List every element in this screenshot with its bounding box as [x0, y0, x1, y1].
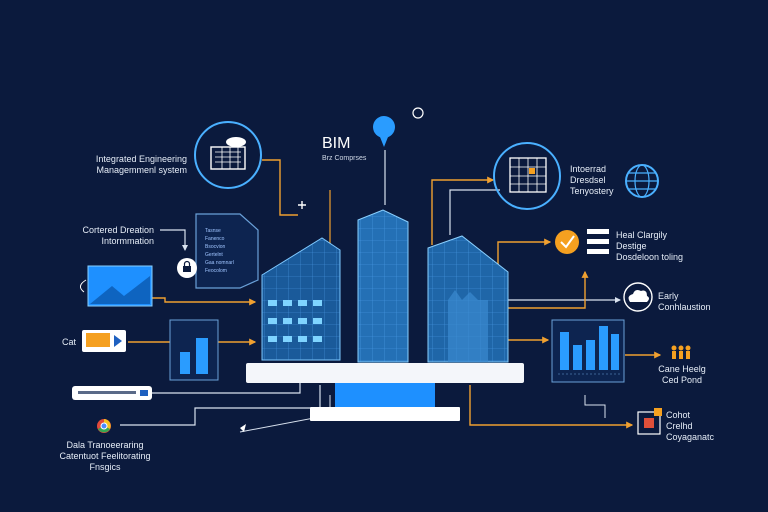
bim-subtitle: Brz Comprses	[322, 155, 367, 162]
label-cat: Cat	[62, 337, 77, 347]
line-cortered	[160, 229, 188, 251]
video-screen-icon	[80, 265, 153, 307]
label-cane-heelg: Cane Heelg Ced Pond	[658, 364, 706, 385]
line-doc-white	[584, 395, 606, 418]
line-video-orange	[152, 297, 257, 306]
lock-icon	[177, 258, 197, 278]
platform-base	[246, 363, 524, 383]
info-panel	[195, 213, 259, 289]
small-circle-icon	[412, 107, 424, 119]
line-check	[497, 238, 552, 270]
label-integrated-engineering: Integrated Engineering Managemmenl syste…	[95, 154, 187, 175]
cursor-icon	[240, 424, 246, 432]
panel-line: Bsocvion	[205, 244, 226, 250]
label-early-combustion: Early Conhlaustion	[658, 291, 711, 312]
monitor-grid-icon	[194, 121, 262, 189]
label-cortered-dreation: Cortered Dreation Intormmation	[82, 225, 154, 246]
line-chrome	[120, 385, 321, 426]
chrome-icon	[97, 419, 111, 433]
panel-line: Gertelnt	[205, 252, 223, 258]
panel-line: Gaa nomnarl	[205, 260, 234, 266]
panel-line: Tasnse	[205, 228, 221, 234]
line-design-white	[449, 189, 500, 235]
label-dala-tranoeeraring: Dala Tranoeeraring Catentuot Feelitorati…	[59, 440, 151, 472]
slider-bar	[72, 386, 152, 400]
video-player-icon	[82, 330, 126, 352]
right-building	[427, 235, 509, 363]
label-heat-clargily: Heal Clargily Destige Dosdeloon toling	[616, 230, 684, 262]
plus-icon	[298, 201, 306, 209]
list-icon	[587, 229, 609, 254]
panel-line: Feocolom	[205, 268, 227, 274]
checkmark-circle-icon	[555, 230, 579, 254]
platform-stand	[335, 383, 435, 407]
bim-title: BIM	[322, 135, 351, 152]
center-tower	[357, 209, 409, 363]
left-building	[261, 237, 341, 361]
line-up	[508, 270, 589, 309]
document-icon	[637, 408, 662, 435]
cloud-icon	[623, 282, 653, 312]
panel-line: Fanenco	[205, 236, 225, 242]
line-design	[431, 176, 495, 245]
label-cohot-crelhd: Cohot Crelhd Coyaganatc	[666, 410, 715, 442]
line-doc	[469, 385, 634, 429]
right-bar-chart-icon	[551, 319, 625, 383]
globe-icon	[625, 164, 659, 198]
people-icon	[671, 345, 691, 359]
label-integrated-design: Intoerrad Dresdsel Tenyostery	[570, 164, 614, 196]
lightbulb-icon	[373, 116, 395, 147]
line-ims-orange	[262, 159, 298, 216]
left-bar-chart-icon	[169, 319, 219, 381]
building-grid-icon	[493, 142, 561, 210]
platform-foot	[310, 407, 460, 421]
